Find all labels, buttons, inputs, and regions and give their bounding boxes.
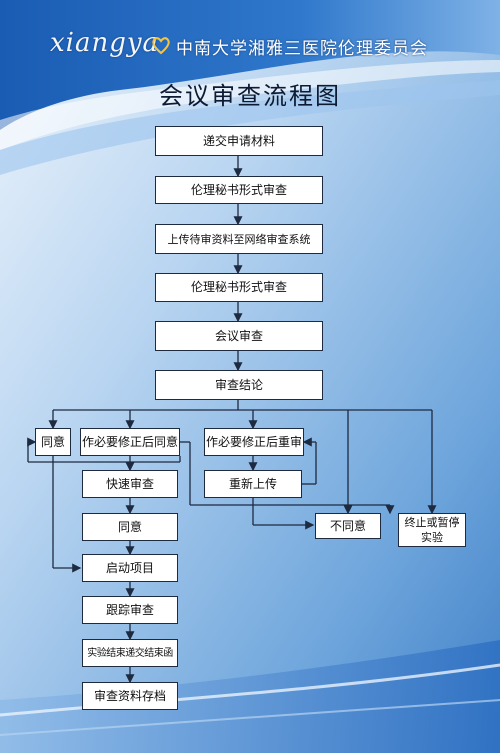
logo-heart-icon [152,37,170,55]
outcome-terminate: 终止或暂停实验 [398,513,466,547]
step-conclusion: 审查结论 [155,370,323,400]
page-title: 会议审查流程图 [159,82,341,110]
step-agree-2: 同意 [82,513,178,541]
header: xiangya 中南大学湘雅三医院伦理委员会 [0,22,500,72]
step-end-letter: 实验结束递交结束函 [82,639,178,667]
step-tracking-review: 跟踪审查 [82,596,178,624]
step-secretary-review-2: 伦理秘书形式审查 [155,273,323,302]
step-upload: 上传待审资料至网络审查系统 [155,224,323,254]
outcome-disagree: 不同意 [315,513,381,539]
step-resubmit: 重新上传 [204,470,302,498]
logo-text: xiangya [50,28,160,58]
organization-name: 中南大学湘雅三医院伦理委员会 [176,39,428,59]
step-meeting-review: 会议审查 [155,321,323,351]
outcome-revise-agree: 作必要修正后同意 [80,428,180,456]
outcome-revise-rereview: 作必要修正后重审 [204,428,304,456]
step-start-project: 启动项目 [82,554,178,582]
step-fast-review: 快速审查 [82,470,178,498]
outcome-agree: 同意 [35,428,71,456]
step-submit: 递交申请材料 [155,126,323,156]
step-archive: 审查资料存档 [82,682,178,710]
step-secretary-review-1: 伦理秘书形式审查 [155,176,323,204]
